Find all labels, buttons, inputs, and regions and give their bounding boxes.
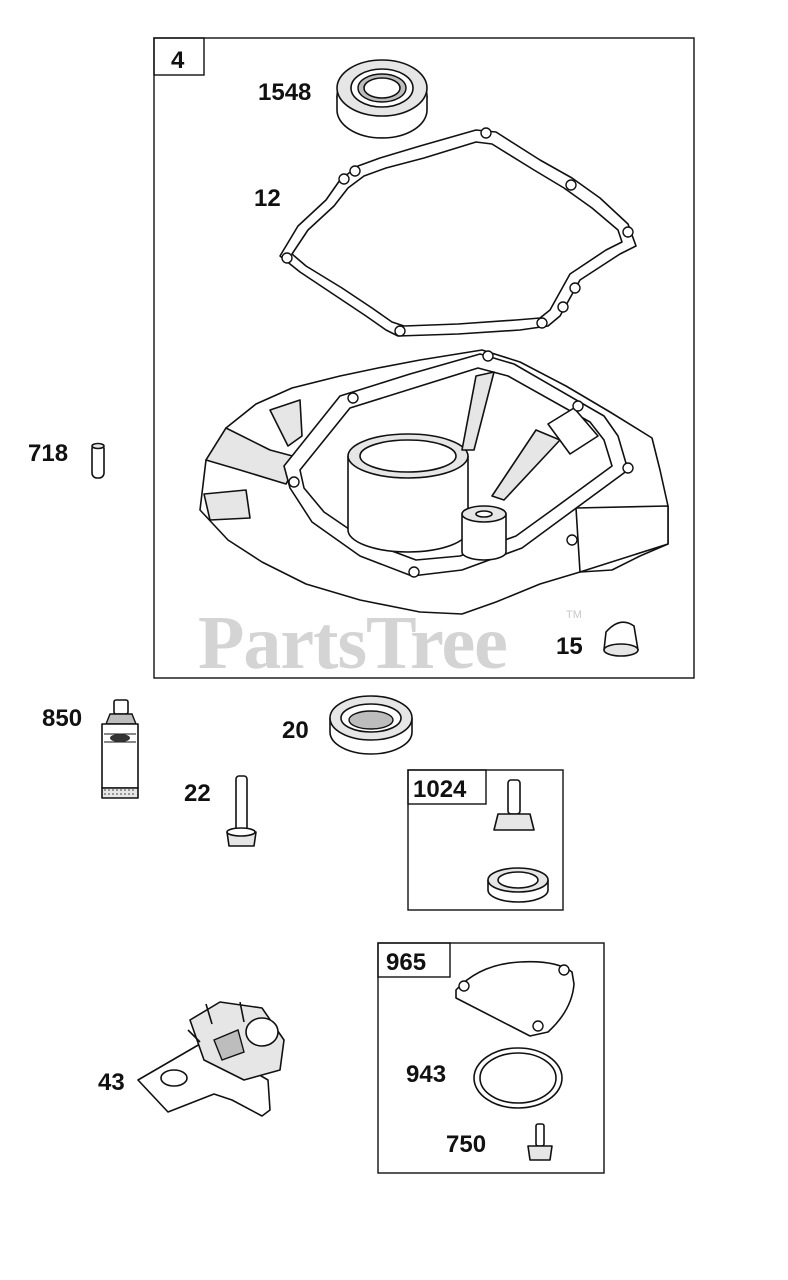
watermark: PartsTree TM (198, 601, 582, 685)
watermark-trademark: TM (566, 609, 582, 621)
label-43: 43 (98, 1069, 125, 1096)
group-4-frame[interactable]: 4 (153, 37, 695, 679)
label-850: 850 (42, 705, 82, 732)
screw-750[interactable] (527, 1123, 553, 1161)
linkage-assembly-43[interactable] (137, 1001, 285, 1117)
label-750: 750 (446, 1131, 486, 1158)
cover-plate-965[interactable] (455, 960, 575, 1037)
cap-15[interactable] (603, 621, 639, 657)
bearing-1548[interactable] (336, 59, 428, 139)
pin-718[interactable] (91, 442, 105, 479)
label-15: 15 (556, 633, 583, 660)
label-943: 943 (406, 1061, 446, 1088)
oil-seal-20[interactable] (329, 695, 413, 755)
gear-shaft-1024[interactable] (493, 779, 535, 831)
group-965-label: 965 (386, 949, 426, 976)
label-718: 718 (28, 440, 68, 467)
crankcase-sump[interactable] (199, 349, 669, 615)
bolt-22[interactable] (226, 775, 257, 847)
group-965-frame[interactable]: 965 (377, 942, 605, 1174)
label-1548: 1548 (258, 79, 311, 106)
label-12: 12 (254, 185, 281, 212)
o-ring-943[interactable] (473, 1047, 563, 1109)
gear-ring-1024[interactable] (487, 867, 549, 903)
group-4-label: 4 (171, 47, 185, 74)
group-1024-label: 1024 (413, 776, 467, 803)
sealant-tube-850[interactable] (101, 699, 139, 799)
label-20: 20 (282, 717, 309, 744)
label-22: 22 (184, 780, 211, 807)
group-1024-frame[interactable]: 1024 (407, 769, 564, 911)
watermark-text: PartsTree (198, 601, 507, 685)
gasket-12[interactable] (279, 127, 637, 337)
